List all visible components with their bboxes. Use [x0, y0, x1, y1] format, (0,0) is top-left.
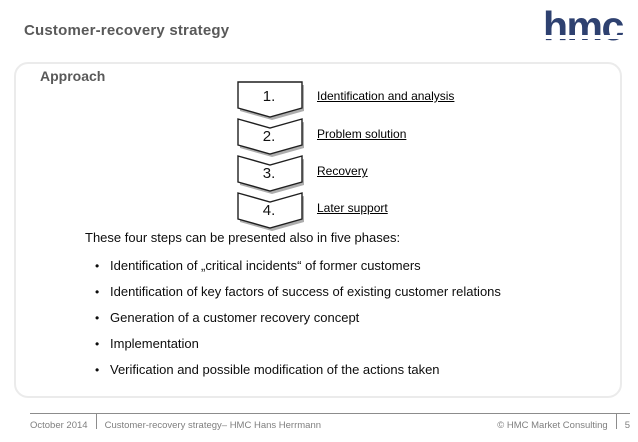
bullet-icon: •: [95, 311, 100, 325]
list-item-text: Verification and possible modification o…: [110, 362, 440, 377]
bullet-icon: •: [95, 259, 100, 273]
list-item: • Verification and possible modification…: [85, 362, 585, 378]
footer-divider: [95, 414, 97, 429]
chevron-down-shape: [237, 192, 304, 231]
list-item-text: Identification of key factors of success…: [110, 284, 501, 299]
page-title: Customer-recovery strategy: [24, 22, 230, 39]
phases-list: • Identification of „critical incidents“…: [85, 258, 585, 378]
step-label-3: Recovery: [317, 164, 368, 178]
steps-diagram: 1. 2. 3. 4. Identification and analysis …: [237, 81, 557, 231]
phases-intro: These four steps can be presented also i…: [85, 230, 401, 245]
footer-left: October 2014 Customer-recovery strategy–…: [30, 414, 322, 433]
list-item-text: Implementation: [110, 336, 199, 351]
step-label-1: Identification and analysis: [317, 89, 455, 103]
list-item-text: Identification of „critical incidents“ o…: [110, 258, 421, 273]
footer-divider: [615, 414, 617, 429]
phases-text: These four steps can be presented also i…: [85, 231, 585, 389]
chevron-down-shape: [237, 118, 304, 157]
footer-page-number: 5: [624, 420, 630, 431]
step-number-3: 3.: [262, 165, 276, 182]
footer-right: © HMC Market Consulting 5: [497, 414, 630, 433]
chevron-down-shape: [237, 81, 304, 120]
step-shape-1: [237, 81, 307, 123]
hmc-logo-text: hmc: [543, 3, 624, 49]
step-number-2: 2.: [262, 128, 276, 145]
approach-panel: Approach: [14, 62, 622, 398]
step-label-4: Later support: [317, 201, 388, 215]
step-number-1: 1.: [262, 88, 276, 105]
chevron-down-shape: [237, 155, 304, 194]
slide-footer: October 2014 Customer-recovery strategy–…: [30, 413, 630, 433]
footer-date: October 2014: [30, 420, 88, 431]
bullet-icon: •: [95, 285, 100, 299]
footer-description: Customer-recovery strategy– HMC Hans Her…: [104, 420, 322, 431]
list-item: • Identification of „critical incidents“…: [85, 258, 585, 274]
step-shape-3: [237, 155, 307, 197]
list-item-text: Generation of a customer recovery concep…: [110, 310, 360, 325]
bullet-icon: •: [95, 337, 100, 351]
list-item: • Generation of a customer recovery conc…: [85, 310, 585, 326]
list-item: • Implementation: [85, 336, 585, 352]
step-label-2: Problem solution: [317, 127, 407, 141]
hmc-logo-gap: [540, 35, 632, 39]
step-shape-4: [237, 192, 307, 234]
hmc-logo: hmc: [540, 3, 632, 49]
step-shape-2: [237, 118, 307, 160]
list-item: • Identification of key factors of succe…: [85, 284, 585, 300]
panel-heading: Approach: [40, 68, 106, 84]
footer-copyright: © HMC Market Consulting: [497, 420, 608, 431]
bullet-icon: •: [95, 363, 100, 377]
step-number-4: 4.: [262, 202, 276, 219]
